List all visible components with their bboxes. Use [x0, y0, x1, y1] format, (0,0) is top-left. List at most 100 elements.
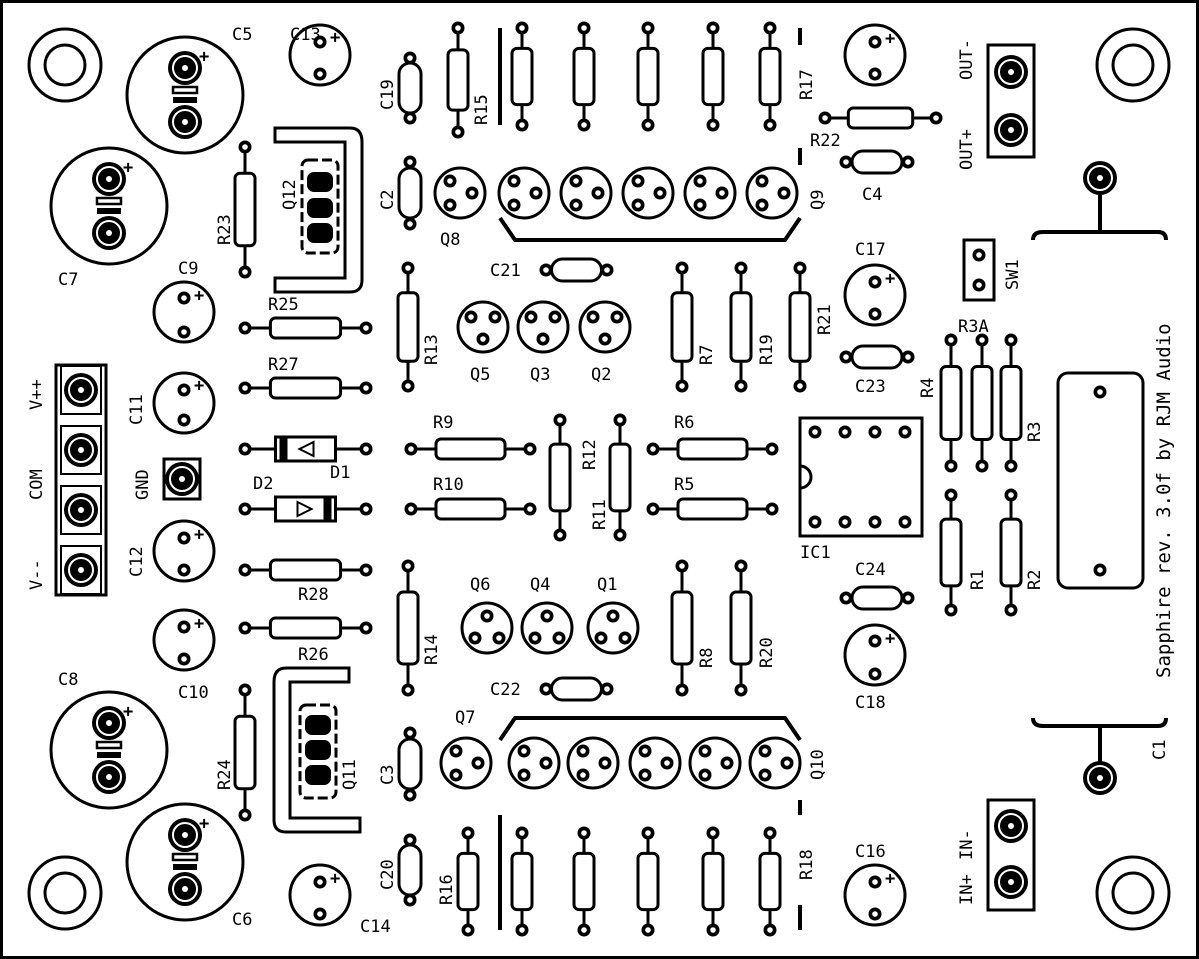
q6-transistor-pad [468, 631, 482, 645]
output-transistor-bottom-pad [576, 768, 590, 782]
ic1-pin [868, 425, 882, 439]
c17-capacitor-pad [868, 307, 882, 321]
r5-pad [646, 502, 660, 516]
c12-capacitor-outline [152, 519, 216, 583]
output-transistor-top-pad [631, 198, 645, 212]
c6-capacitor-outline [125, 802, 245, 922]
c14-capacitor-outline [288, 863, 352, 927]
r3-label: R3 [1025, 422, 1045, 442]
c18-capacitor-outline [843, 623, 907, 687]
r3-pad [1004, 333, 1018, 347]
c7-label: C7 [58, 270, 78, 290]
r15-pad [451, 21, 465, 35]
r3-pad [1004, 459, 1018, 473]
r24-body [233, 714, 257, 791]
q1-label: Q1 [597, 575, 617, 595]
c19-capacitor-pad [403, 111, 417, 125]
c7-capacitor-plate [97, 208, 121, 214]
output-resistor-top-body [510, 46, 534, 107]
transistor-bracket-bottom [498, 716, 802, 742]
output-resistor-bottom-body [510, 851, 534, 912]
sw1-pad [972, 248, 986, 262]
c8-capacitor-outline [49, 690, 169, 810]
board-title: Sapphire rev. 3.0f by RJM Audio [1153, 323, 1175, 678]
r4-pad [944, 459, 958, 473]
output-resistor-top-body [636, 46, 660, 107]
output-transistor-bottom-pad [698, 744, 712, 758]
c8-capacitor-plate [95, 740, 123, 750]
c7-capacitor-pad [91, 161, 127, 197]
c1-pad [1093, 385, 1107, 399]
r21-label: R21 [815, 304, 835, 335]
c19-label: C19 [378, 79, 398, 110]
output-transistor-top-pad [693, 198, 707, 212]
c1-bracket [1031, 230, 1168, 241]
r14-pad [401, 683, 415, 697]
r27-pad [359, 381, 373, 395]
q2-transistor-pad [586, 310, 600, 324]
output-transistor-top-pad [631, 174, 645, 188]
c17-capacitor-pad [868, 275, 882, 289]
q1-transistor-pad [594, 631, 608, 645]
c21-label: C21 [490, 261, 521, 281]
c22-capacitor-pad [600, 682, 614, 696]
r1-pad [944, 488, 958, 502]
mounting-hole [1111, 871, 1155, 915]
out-minus-pin [993, 54, 1029, 90]
c17-label: C17 [855, 240, 886, 260]
q9-label: Q9 [808, 190, 828, 210]
r2-body [999, 517, 1023, 588]
r8-label: R8 [697, 648, 717, 668]
r23-pad [238, 265, 252, 279]
c1-label: C1 [1150, 740, 1170, 760]
c20-label: C20 [378, 859, 398, 890]
r27-label: R27 [268, 355, 299, 375]
output-resistor-top-pad [641, 118, 655, 132]
output-transistor-bottom-pad [758, 744, 772, 758]
output-resistor-bottom-pad [641, 826, 655, 840]
c7-capacitor-pad [91, 215, 127, 251]
output-transistor-top-pad [507, 174, 521, 188]
r10-pad [523, 502, 537, 516]
q11-pad [305, 715, 331, 735]
c22-capacitor-pad [539, 682, 553, 696]
output-transistor-bottom-pad [576, 744, 590, 758]
in_minus-label: IN- [957, 829, 977, 860]
output-transistor-bottom-pad [720, 756, 734, 770]
ic1-notch [799, 464, 813, 490]
r13-body [396, 291, 420, 363]
polarity-mark: + [885, 29, 895, 49]
r27-pad [238, 381, 252, 395]
power-connector-pin [63, 492, 99, 528]
vmm-label: V-- [27, 559, 47, 590]
q3-transistor-pad [548, 310, 562, 324]
c1-bracket [1031, 717, 1168, 728]
q6-transistor-pad [492, 631, 506, 645]
c2-capacitor-pad [403, 155, 417, 169]
ic1-pin [898, 425, 912, 439]
c6-capacitor-plate [171, 852, 199, 862]
output-transistor-top-pad [715, 186, 729, 200]
polarity-mark: + [194, 525, 204, 545]
r8-body [670, 590, 694, 666]
q11-label: Q11 [340, 759, 360, 790]
in_plus-label: IN+ [957, 874, 977, 905]
r15-pad [451, 125, 465, 139]
c19-capacitor-pad [403, 51, 417, 65]
output-transistor-top-pad [755, 174, 769, 188]
r21-pad [793, 379, 807, 393]
out-plus-pin [993, 112, 1029, 148]
r26-pad [238, 621, 252, 635]
r5-pad [765, 502, 779, 516]
c9-label: C9 [178, 259, 198, 279]
r13-pad [401, 261, 415, 275]
r20-pad [734, 683, 748, 697]
output-resistor-top-body [701, 46, 725, 107]
c1-terminal [1082, 760, 1118, 796]
polarity-mark: + [123, 158, 133, 178]
r22-pad [929, 111, 943, 125]
c20-capacitor-pad [403, 833, 417, 847]
c23-capacitor-pad [839, 350, 853, 364]
c5-capacitor-plate [171, 85, 199, 95]
r28-label: R28 [298, 585, 329, 605]
